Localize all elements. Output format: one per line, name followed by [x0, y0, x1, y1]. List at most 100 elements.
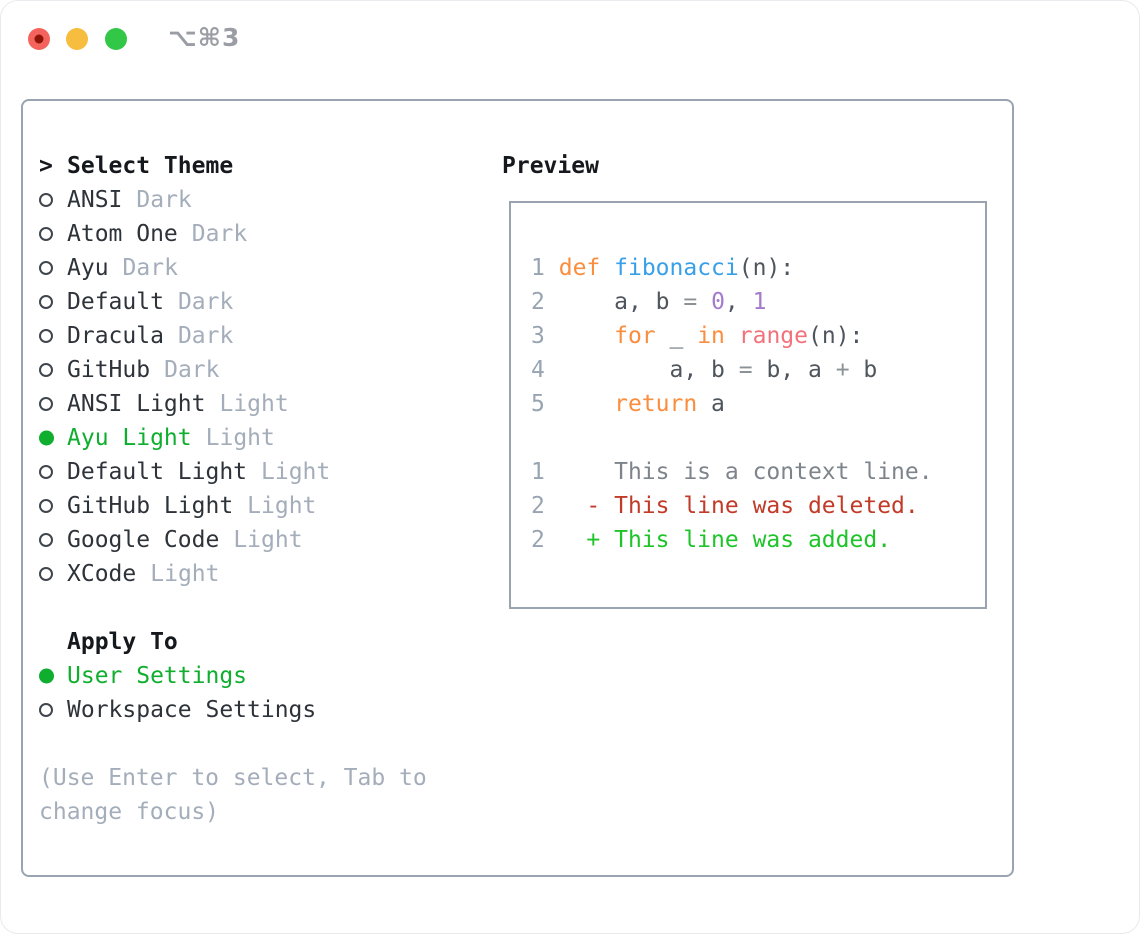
theme-option-default-light[interactable]: Default Light Light — [39, 455, 330, 489]
theme-option-xcode[interactable]: XCode Light — [39, 557, 220, 591]
close-button[interactable] — [28, 28, 50, 50]
code-token-pln — [545, 323, 614, 349]
theme-option-ansi-light[interactable]: ANSI Light Light — [39, 387, 289, 421]
code-line: 2 - This line was deleted. — [531, 489, 919, 523]
radio-unselected-icon — [39, 353, 67, 387]
radio-unselected-icon — [39, 523, 67, 557]
option-label: XCode — [67, 561, 137, 587]
zoom-button[interactable] — [105, 28, 127, 50]
option-label: User Settings — [67, 663, 248, 689]
code-token-pln: _ — [655, 323, 698, 349]
theme-option-github-light[interactable]: GitHub Light Light — [39, 489, 316, 523]
radio-unselected-icon — [39, 455, 67, 489]
option-label: Atom One — [67, 221, 178, 247]
hint-line: (Use Enter to select, Tab to — [39, 765, 427, 791]
theme-variant-tag: Dark — [122, 255, 178, 281]
close-dot-icon — [34, 34, 44, 44]
code-token-pln: (n): — [808, 323, 864, 349]
option-label: Default Light — [67, 459, 248, 485]
theme-variant-tag: Dark — [191, 221, 248, 247]
code-token-add: + This line was added. — [544, 527, 892, 553]
theme-option-ayu[interactable]: Ayu Dark — [39, 251, 178, 285]
line-number: 2 — [531, 289, 545, 315]
code-token-call: range — [738, 323, 809, 349]
theme-variant-tag: Light — [219, 391, 289, 417]
code-token-pln: a — [697, 391, 725, 417]
code-token-const: 1 — [752, 289, 767, 315]
code-token-pln: b, a — [752, 357, 836, 383]
code-line: 1 This is a context line. — [531, 455, 933, 489]
preview-title: Preview — [502, 153, 599, 179]
line-number: 1 — [531, 459, 545, 485]
option-label: ANSI Light — [67, 391, 206, 417]
code-token-pln — [545, 255, 559, 281]
line-number: 2 — [531, 527, 545, 553]
radio-unselected-icon — [39, 183, 67, 217]
code-line: 2 a, b = 0, 1 — [531, 285, 766, 319]
code-token-pln — [600, 255, 614, 281]
line-number: 3 — [531, 323, 545, 349]
theme-variant-tag: Light — [233, 527, 303, 553]
radio-unselected-icon — [39, 693, 67, 727]
code-token-op: + — [835, 357, 850, 383]
radio-unselected-icon — [39, 251, 67, 285]
minimize-button[interactable] — [66, 28, 88, 50]
cursor-indicator: > — [39, 153, 53, 179]
code-line: 3 for _ in range(n): — [531, 319, 863, 353]
radio-unselected-icon — [39, 489, 67, 523]
theme-option-google-code[interactable]: Google Code Light — [39, 523, 303, 557]
line-number: 5 — [531, 391, 545, 417]
code-token-pln — [725, 323, 739, 349]
theme-option-atom-one[interactable]: Atom One Dark — [39, 217, 247, 251]
preview-box — [509, 201, 987, 609]
apply-option-workspace-settings[interactable]: Workspace Settings — [39, 693, 316, 727]
code-token-op: = — [738, 357, 753, 383]
theme-option-ansi[interactable]: ANSI Dark — [39, 183, 192, 217]
option-label: Default — [67, 289, 164, 315]
radio-unselected-icon — [39, 319, 67, 353]
theme-option-default[interactable]: Default Dark — [39, 285, 233, 319]
theme-variant-tag: Light — [150, 561, 220, 587]
radio-unselected-icon — [39, 387, 67, 421]
line-number: 1 — [531, 255, 545, 281]
code-token-pln: a, b — [544, 289, 684, 315]
apply-to-title: Apply To — [67, 629, 178, 655]
theme-variant-tag: Light — [261, 459, 331, 485]
code-line: 2 + This line was added. — [531, 523, 891, 557]
theme-variant-tag: Dark — [177, 323, 234, 349]
code-token-pln: a, b — [544, 357, 739, 383]
option-label: GitHub — [67, 357, 151, 383]
code-token-op: = — [683, 289, 698, 315]
code-token-kw: return — [614, 391, 698, 417]
theme-variant-tag: Light — [247, 493, 317, 519]
radio-unselected-icon — [39, 217, 67, 251]
option-label: Workspace Settings — [67, 697, 317, 723]
option-label: Google Code — [67, 527, 220, 553]
line-number: 2 — [531, 493, 545, 519]
code-line: 1 def fibonacci(n): — [531, 251, 794, 285]
code-token-fn: fibonacci — [614, 255, 739, 281]
keyboard-shortcut-label: ⌥⌘3 — [168, 23, 241, 52]
code-line: 5 return a — [531, 387, 725, 421]
code-token-kw: in — [697, 323, 725, 349]
code-line: 4 a, b = b, a + b — [531, 353, 877, 387]
code-token-kw: def — [558, 255, 601, 281]
theme-variant-tag: Dark — [177, 289, 234, 315]
option-label: ANSI — [67, 187, 123, 213]
radio-unselected-icon — [39, 285, 67, 319]
code-token-pln: (n): — [738, 255, 795, 281]
select-theme-header: >Select Theme — [39, 149, 233, 183]
option-label: Ayu — [67, 255, 109, 281]
hint-line: change focus) — [39, 799, 220, 825]
option-label: Ayu Light — [67, 425, 192, 451]
option-label: GitHub Light — [67, 493, 234, 519]
code-token-pln: , — [724, 289, 753, 315]
theme-variant-tag: Dark — [136, 187, 192, 213]
code-token-del: - This line was deleted. — [544, 493, 919, 519]
apply-option-user-settings[interactable]: User Settings — [39, 659, 247, 693]
radio-unselected-icon — [39, 557, 67, 591]
